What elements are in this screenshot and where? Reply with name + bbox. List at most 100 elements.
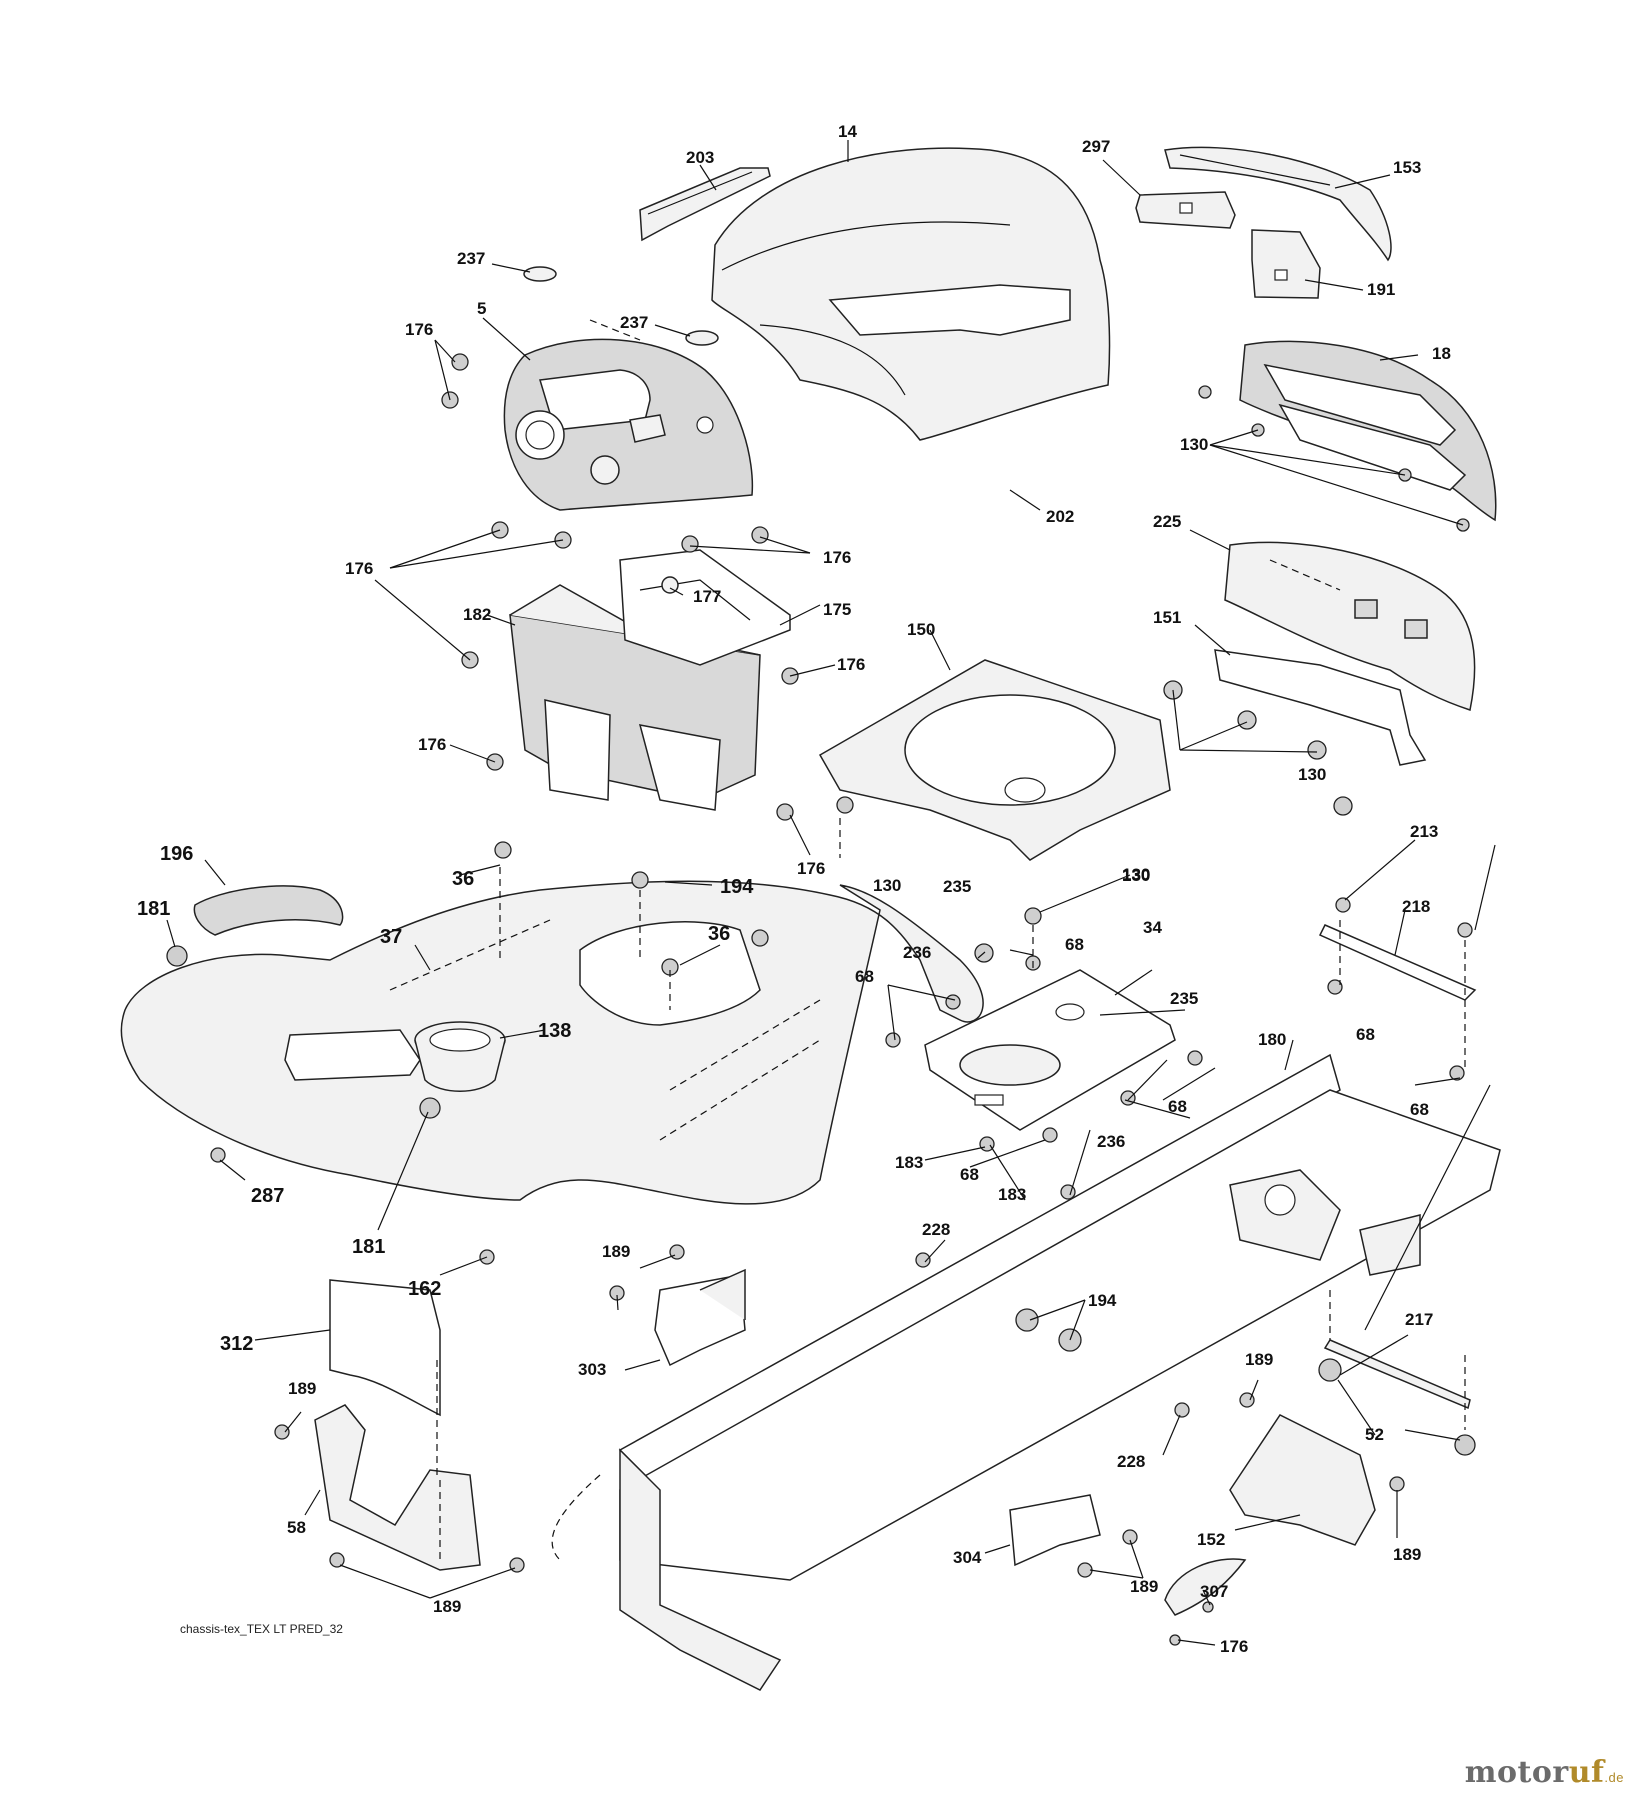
label-130: 130 — [1298, 765, 1326, 784]
label-68: 68 — [1410, 1100, 1429, 1119]
bolt-icon — [1318, 1358, 1342, 1382]
bolt-icon — [494, 841, 512, 859]
brand-name-b: uf — [1568, 1755, 1605, 1790]
label-312: 312 — [220, 1333, 253, 1355]
brand-tld: .de — [1604, 1770, 1624, 1785]
bracket-part-175 — [619, 549, 791, 666]
label-218: 218 — [1402, 897, 1430, 916]
bolt-icon — [1237, 710, 1257, 730]
bolt-icon — [509, 1557, 525, 1573]
bolt-icon — [1335, 897, 1351, 913]
bolt-icon — [1333, 796, 1353, 816]
bolt-icon — [1307, 740, 1327, 760]
label-175: 175 — [823, 600, 851, 619]
bolt-icon — [166, 945, 188, 967]
label-189: 189 — [1245, 1350, 1273, 1369]
label-68: 68 — [1356, 1025, 1375, 1044]
bolt-icon — [1457, 922, 1473, 938]
bracket-part-151 — [1214, 649, 1427, 766]
bolt-icon — [1454, 1434, 1476, 1456]
steering-bushing-part-138 — [414, 1021, 506, 1092]
bolt-icon — [1187, 1050, 1203, 1066]
label-177: 177 — [693, 587, 721, 606]
label-235: 235 — [1170, 989, 1198, 1008]
dash-panel-part-5 — [503, 338, 754, 511]
mount-plate-part-34 — [924, 969, 1176, 1131]
label-36: 36 — [452, 868, 474, 890]
bolt-icon — [210, 1147, 226, 1163]
bracket-part-304 — [1009, 1494, 1101, 1567]
label-162: 162 — [408, 1278, 441, 1300]
bolt-icon — [1239, 1392, 1255, 1408]
drawing-caption: chassis-tex_TEX LT PRED_32 — [180, 1622, 343, 1636]
bolt-icon — [631, 871, 649, 889]
rod-part-217 — [1323, 1339, 1471, 1410]
bolt-icon — [751, 929, 769, 947]
label-202: 202 — [1046, 507, 1074, 526]
label-68: 68 — [1168, 1097, 1187, 1116]
label-182: 182 — [463, 605, 491, 624]
bolt-icon — [1198, 385, 1212, 399]
label-235: 235 — [943, 877, 971, 896]
bolt-icon — [1449, 1065, 1465, 1081]
label-189: 189 — [288, 1379, 316, 1398]
hood-part-14 — [711, 147, 1111, 441]
label-307: 307 — [1200, 1582, 1228, 1601]
leader-lines — [166, 140, 1496, 1646]
grille-part-18 — [1239, 340, 1497, 522]
label-176: 176 — [418, 735, 446, 754]
bolt-icon — [451, 353, 469, 371]
label-189: 189 — [1130, 1577, 1158, 1596]
label-151: 151 — [1153, 608, 1181, 627]
bolt-icon — [1389, 1476, 1405, 1492]
tray-part-150 — [818, 659, 1171, 861]
label-181: 181 — [352, 1236, 385, 1258]
hood-trim-part-203 — [639, 167, 771, 242]
label-5: 5 — [477, 299, 486, 318]
bolt-icon — [329, 1552, 345, 1568]
label-287: 287 — [251, 1185, 284, 1207]
bolt-icon — [885, 1032, 901, 1048]
label-228: 228 — [1117, 1452, 1145, 1471]
label-130: 130 — [873, 876, 901, 895]
label-37: 37 — [380, 926, 402, 948]
label-68: 68 — [1065, 935, 1084, 954]
plug-part-237-upper — [523, 266, 557, 282]
brand-name-a: motor — [1464, 1755, 1569, 1790]
bolt-icon — [1015, 1308, 1039, 1332]
fasteners — [166, 353, 1476, 1646]
bolt-icon — [1122, 1529, 1138, 1545]
label-153: 153 — [1393, 158, 1421, 177]
bolt-icon — [1024, 907, 1042, 925]
label-217: 217 — [1405, 1310, 1433, 1329]
vent-slots — [389, 919, 821, 1141]
label-180: 180 — [1258, 1030, 1286, 1049]
label-176: 176 — [345, 559, 373, 578]
plate-part-312 — [329, 1279, 441, 1417]
label-196: 196 — [160, 843, 193, 865]
label-237-upper: 237 — [457, 249, 485, 268]
label-52: 52 — [1365, 1425, 1384, 1444]
label-36: 36 — [708, 923, 730, 945]
label-194: 194 — [720, 876, 754, 898]
bolt-icon — [776, 803, 794, 821]
label-213: 213 — [1410, 822, 1438, 841]
foam-block-part-297 — [1135, 191, 1236, 229]
label-130: 130 — [1122, 866, 1150, 885]
bolt-icon — [1174, 1402, 1190, 1418]
bracket-part-303 — [654, 1268, 746, 1367]
label-130: 130 — [1122, 865, 1150, 884]
label-194: 194 — [1088, 1291, 1117, 1310]
label-18: 18 — [1432, 344, 1451, 363]
label-176: 176 — [405, 320, 433, 339]
bolt-icon — [681, 535, 699, 553]
label-228: 228 — [922, 1220, 950, 1239]
label-58: 58 — [287, 1518, 306, 1537]
label-68: 68 — [960, 1165, 979, 1184]
bolt-icon — [1042, 1127, 1058, 1143]
bolt-icon — [1327, 979, 1343, 995]
trim-part-196 — [193, 885, 344, 936]
label-237-lower: 237 — [620, 313, 648, 332]
label-152: 152 — [1197, 1530, 1225, 1549]
